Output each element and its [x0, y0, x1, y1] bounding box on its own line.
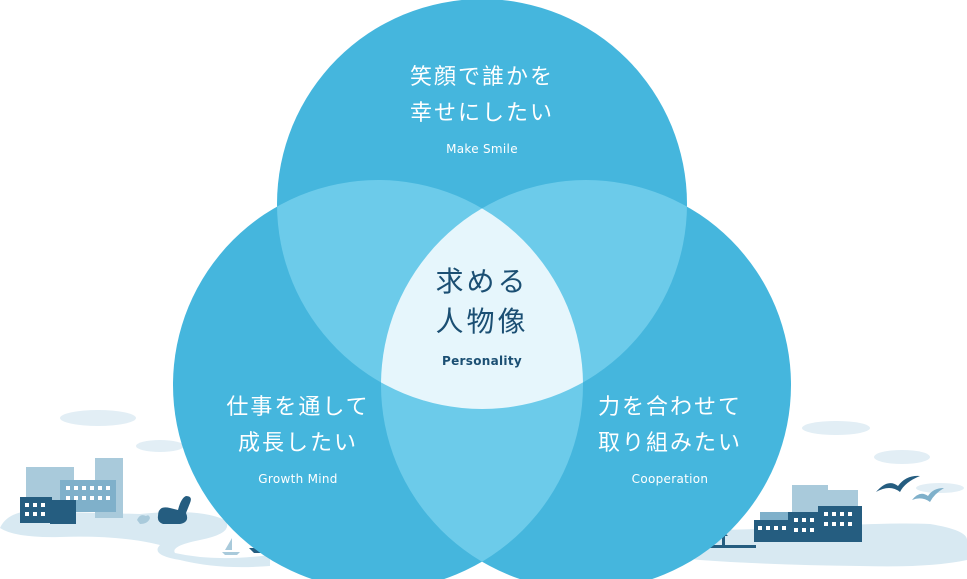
building-icon — [788, 512, 818, 542]
right-circle-title-line1: 力を合わせて — [560, 390, 780, 426]
cloud-icon — [60, 410, 136, 426]
building-icon — [754, 520, 790, 542]
center-label: 求める 人物像 Personality — [382, 262, 582, 368]
cloud-icon — [136, 440, 184, 452]
left-circle-subtitle: Growth Mind — [188, 472, 408, 486]
building-icon — [20, 497, 52, 523]
left-circle-title-line1: 仕事を通して — [188, 390, 408, 426]
top-circle-title-line1: 笑顔で誰かを — [372, 60, 592, 96]
cloud-icon — [874, 450, 930, 464]
top-circle-subtitle: Make Smile — [372, 142, 592, 156]
left-circle-title-line2: 成長したい — [188, 426, 408, 462]
right-circle-title-line2: 取り組みたい — [560, 426, 780, 462]
cloud-icon — [916, 483, 964, 493]
bird-icon — [876, 476, 920, 492]
center-subtitle: Personality — [382, 354, 582, 368]
left-circle-label: 仕事を通して 成長したい Growth Mind — [188, 390, 408, 486]
top-circle-label: 笑顔で誰かを 幸せにしたい Make Smile — [372, 60, 592, 156]
center-title-line2: 人物像 — [382, 302, 582, 342]
center-title-line1: 求める — [382, 262, 582, 302]
sailboat-icon — [222, 538, 240, 555]
top-circle-title-line2: 幸せにしたい — [372, 96, 592, 132]
right-circle-label: 力を合わせて 取り組みたい Cooperation — [560, 390, 780, 486]
cloud-icon — [802, 421, 870, 435]
swan-boat-icon — [158, 496, 191, 524]
building-icon — [50, 500, 76, 524]
right-circle-subtitle: Cooperation — [560, 472, 780, 486]
